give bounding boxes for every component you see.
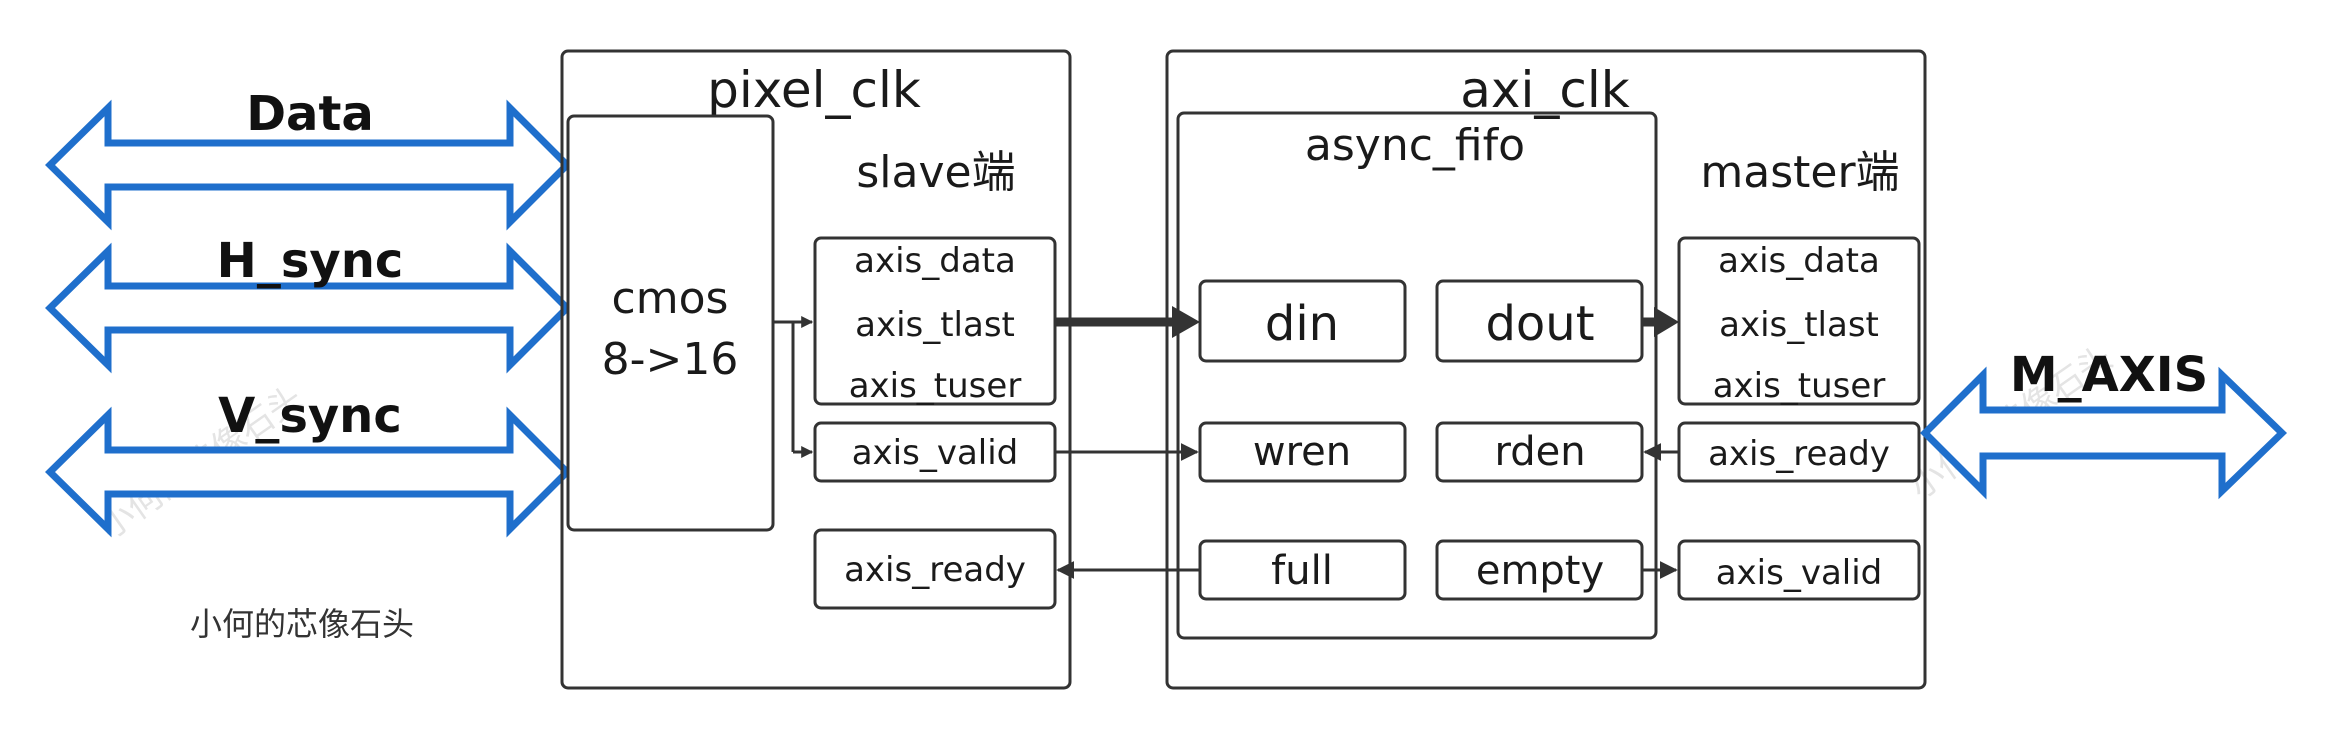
fifo-wren-box (1198, 421, 1407, 483)
axi-clk-domain: axi_clk async_fifo din dout wren rden fu… (1165, 49, 1927, 690)
slave-axis-valid: axis_valid (852, 433, 1019, 473)
fifo-din-box (1198, 279, 1407, 363)
dout-bus-arrowhead (1654, 307, 1679, 337)
pixel-clk-frame (560, 49, 1072, 690)
slave-end-title: slave端 (856, 147, 1015, 198)
vsync-label: V_sync (218, 388, 402, 444)
slave-axis-ready: axis_ready (844, 550, 1026, 590)
slave-axis-data: axis_data (854, 241, 1016, 281)
output-maxis-arrow: M_AXIS (1920, 347, 2288, 500)
master-end-title: master端 (1700, 147, 1899, 198)
fifo-rden-label: rden (1494, 429, 1585, 475)
maxis-double-arrow-shape (1920, 366, 2288, 500)
data-label: Data (246, 86, 374, 142)
master-axis-valid: axis_valid (1716, 553, 1883, 593)
slave-axis-tlast: axis_tlast (855, 305, 1015, 345)
axi-clk-frame (1165, 49, 1927, 690)
data-bus-arrowhead (1172, 306, 1200, 338)
fifo-wren-label: wren (1253, 429, 1351, 475)
axi-clk-title: axi_clk (1460, 61, 1630, 119)
master-bus-box (1677, 236, 1921, 406)
pixel-clk-domain: pixel_clk cmos 8->16 slave端 axis_data ax… (560, 49, 1072, 690)
fifo-rden-box (1435, 421, 1644, 483)
master-axis-tlast: axis_tlast (1719, 305, 1879, 345)
connections (1055, 306, 1679, 579)
async-fifo-frame (1176, 111, 1658, 640)
input-data-arrow: Data (45, 86, 572, 231)
fifo-din-label: din (1265, 296, 1339, 352)
maxis-label: M_AXIS (2010, 347, 2208, 403)
master-valid-box (1677, 539, 1921, 601)
slave-ready-box (813, 528, 1057, 610)
cmos-width-label: 8->16 (602, 334, 739, 385)
master-axis-data: axis_data (1718, 241, 1880, 281)
hsync-label: H_sync (217, 233, 404, 289)
fifo-empty-label: empty (1476, 548, 1604, 594)
master-axis-tuser: axis_tuser (1713, 366, 1886, 406)
pixel-clk-title: pixel_clk (707, 61, 921, 119)
watermark-text: 小何的芯像石头 (190, 605, 414, 643)
async-fifo-title: async_fifo (1305, 120, 1525, 171)
slave-axis-tuser: axis_tuser (849, 366, 1022, 406)
input-vsync-arrow: V_sync (45, 388, 572, 538)
cmos-label: cmos (612, 273, 729, 324)
fifo-dout-label: dout (1485, 296, 1594, 352)
fifo-full-label: full (1271, 548, 1333, 594)
input-hsync-arrow: H_sync (45, 233, 572, 374)
master-axis-ready: axis_ready (1708, 434, 1890, 474)
